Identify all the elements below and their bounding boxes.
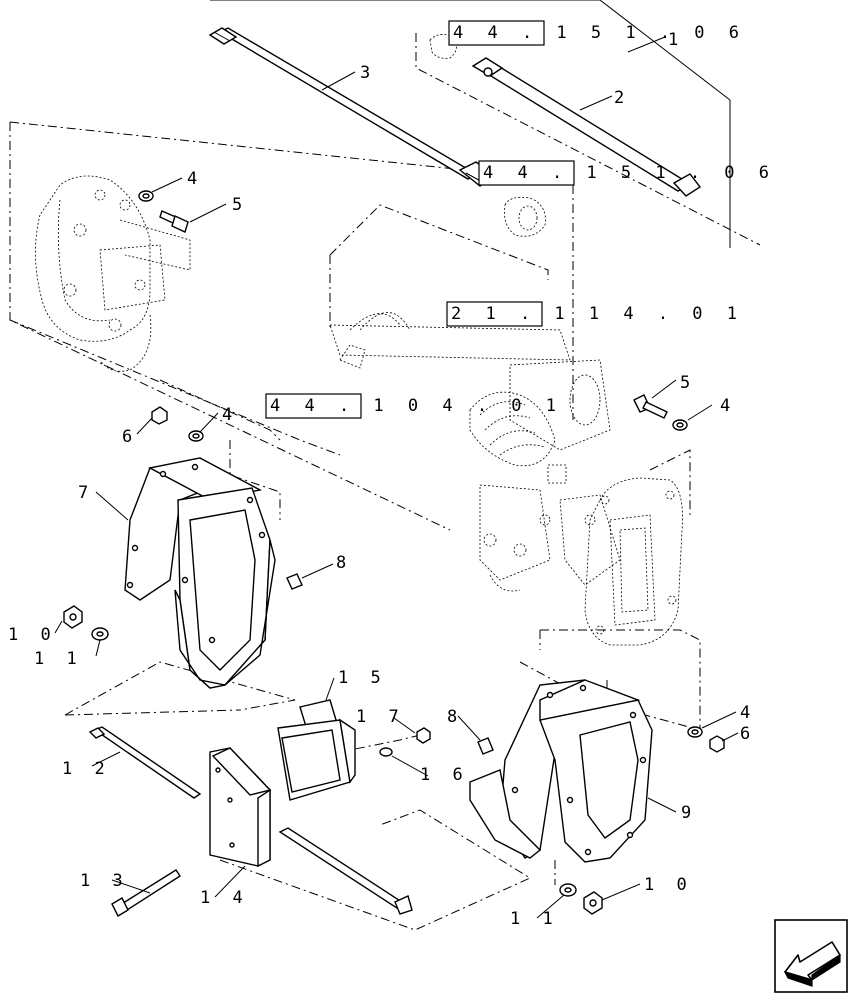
callout-3: 3 — [360, 63, 376, 83]
callout-11-lower: 1 1 — [510, 909, 559, 929]
bracket-14 — [209, 747, 272, 868]
reference-box-1[interactable] — [448, 20, 545, 46]
callout-9: 9 — [681, 803, 697, 823]
leader-lines — [54, 36, 739, 919]
callout-8-lower: 8 — [447, 707, 463, 727]
callout-13: 1 3 — [80, 871, 129, 891]
callout-6-lower: 6 — [740, 724, 756, 744]
callout-11-left: 1 1 — [34, 649, 83, 669]
reference-box-2[interactable] — [478, 160, 575, 186]
reference-box-4[interactable] — [265, 393, 362, 419]
phantom-left-casting — [35, 175, 191, 372]
hardware — [63, 190, 725, 915]
bolts-long — [88, 726, 413, 917]
shaft-2 — [471, 0, 731, 248]
reference-1[interactable]: 4 4 . 1 5 1 . 0 6 — [453, 23, 746, 43]
callout-4-left: 4 — [222, 405, 238, 425]
callout-8-upper: 8 — [336, 553, 352, 573]
callout-4-right: 4 — [720, 396, 736, 416]
housing-9 — [469, 679, 653, 863]
callout-5-upper: 5 — [232, 195, 248, 215]
callout-7: 7 — [78, 483, 94, 503]
callout-2: 2 — [614, 88, 630, 108]
callout-16: 1 6 — [420, 765, 469, 785]
reference-3[interactable]: 2 1 . 1 1 4 . 0 1 — [451, 304, 744, 324]
callout-numbers: 1 2 3 4 5 6 4 5 4 7 8 1 0 1 1 1 5 1 7 8 … — [8, 30, 756, 929]
callout-4-upper: 4 — [187, 169, 203, 189]
phantom-right-flange — [584, 477, 683, 646]
callout-10-lower: 1 0 — [644, 875, 693, 895]
callout-1: 1 — [668, 30, 684, 50]
block-15 — [277, 699, 356, 801]
housing-7 — [124, 457, 276, 689]
phantom-gear-small — [429, 34, 546, 237]
reference-boxes: 4 4 . 1 5 1 . 0 6 4 4 . 1 5 1 . 0 6 2 1 … — [265, 20, 776, 419]
callout-15: 1 5 — [338, 668, 387, 688]
callout-5-right: 5 — [680, 373, 696, 393]
back-arrow-icon[interactable] — [774, 919, 848, 993]
callout-17: 1 7 — [356, 707, 405, 727]
reference-2[interactable]: 4 4 . 1 5 1 . 0 6 — [483, 163, 776, 183]
reference-box-3[interactable] — [446, 301, 543, 327]
callout-10-left: 1 0 — [8, 625, 57, 645]
callout-12: 1 2 — [62, 759, 111, 779]
callout-4-lower: 4 — [740, 703, 756, 723]
callout-6-left: 6 — [122, 427, 138, 447]
phantom-gearbox — [329, 312, 621, 592]
reference-4[interactable]: 4 4 . 1 0 4 . 0 1 — [270, 396, 563, 416]
callout-14: 1 4 — [200, 888, 249, 908]
